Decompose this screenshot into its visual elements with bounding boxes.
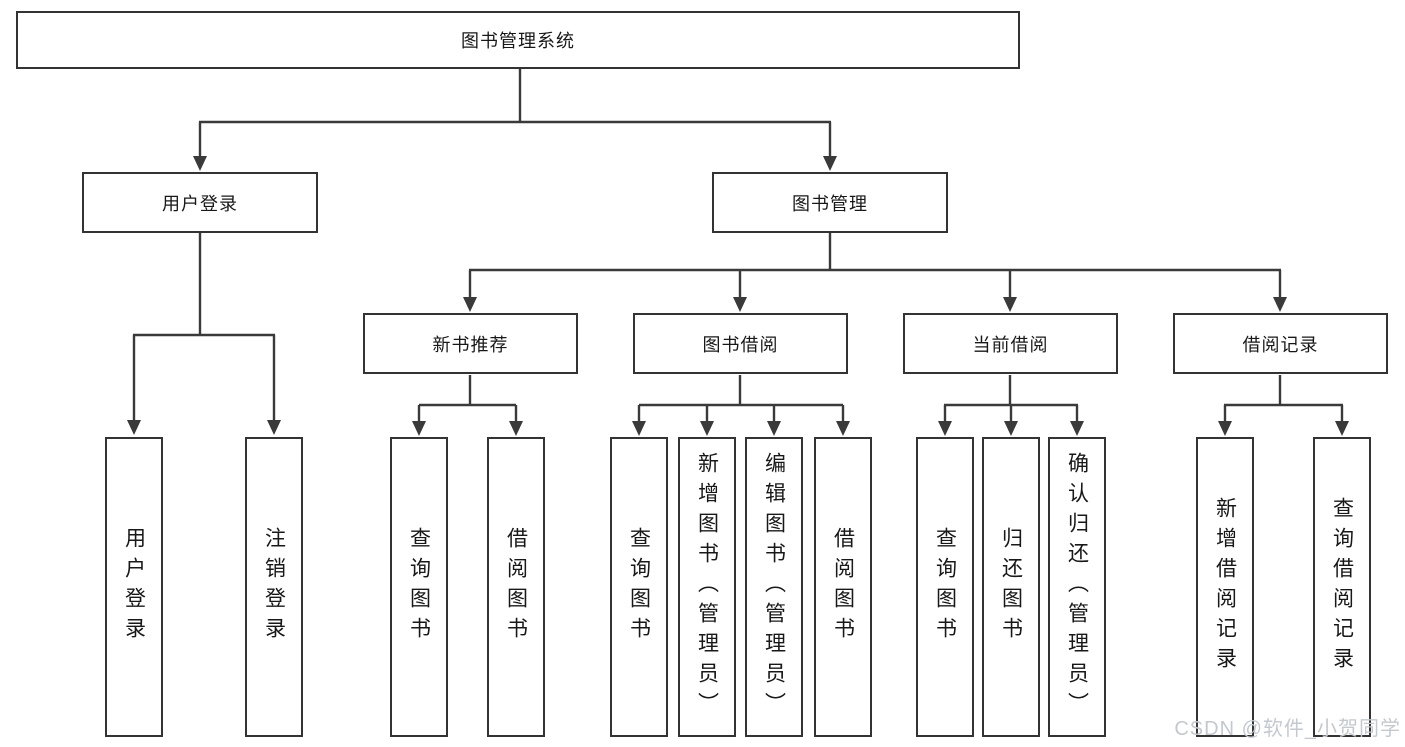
node-leaf-borrow-borrow-books-label: 借阅图书 (831, 527, 855, 647)
node-new-book-recommend-label: 新书推荐 (432, 334, 509, 355)
node-leaf-current-query-books: 查询图书 (916, 437, 974, 737)
node-current-borrowing-label: 当前借阅 (972, 334, 1049, 355)
node-leaf-rec-borrow-books-label: 借阅图书 (504, 527, 528, 647)
node-current-borrowing: 当前借阅 (903, 313, 1118, 374)
node-user-login: 用户登录 (82, 172, 318, 233)
node-leaf-rec-borrow-books: 借阅图书 (487, 437, 545, 737)
node-leaf-return-books-label: 归还图书 (999, 527, 1023, 647)
node-new-book-recommend: 新书推荐 (363, 313, 578, 374)
node-leaf-confirm-return-admin: 确认归还（管理员） (1048, 437, 1106, 737)
node-leaf-add-borrow-record-label: 新增借阅记录 (1213, 497, 1237, 677)
node-root-system-label: 图书管理系统 (461, 31, 575, 51)
node-leaf-rec-query-books: 查询图书 (390, 437, 448, 737)
node-leaf-confirm-return-admin-label: 确认归还（管理员） (1065, 452, 1089, 722)
node-book-borrowing: 图书借阅 (633, 313, 848, 374)
csdn-watermark: CSDN @软件_小贺同学 (1174, 718, 1401, 740)
node-leaf-edit-books-admin: 编辑图书（管理员） (745, 437, 803, 737)
node-book-management: 图书管理 (712, 172, 948, 233)
node-borrowing-records-label: 借阅记录 (1242, 334, 1319, 355)
node-leaf-query-borrow-record: 查询借阅记录 (1313, 437, 1371, 737)
node-book-management-label: 图书管理 (792, 193, 868, 214)
node-leaf-user-login: 用户登录 (105, 437, 163, 737)
node-leaf-borrow-query-books: 查询图书 (610, 437, 668, 737)
node-borrowing-records: 借阅记录 (1173, 313, 1388, 374)
node-leaf-edit-books-admin-label: 编辑图书（管理员） (762, 452, 786, 722)
node-leaf-query-borrow-record-label: 查询借阅记录 (1330, 497, 1354, 677)
node-leaf-current-query-books-label: 查询图书 (933, 527, 957, 647)
node-leaf-return-books: 归还图书 (982, 437, 1040, 737)
node-leaf-borrow-borrow-books: 借阅图书 (814, 437, 872, 737)
node-leaf-logout: 注销登录 (245, 437, 303, 737)
node-leaf-user-login-label: 用户登录 (122, 527, 146, 647)
node-user-login-label: 用户登录 (162, 193, 238, 214)
node-leaf-add-books-admin: 新增图书（管理员） (678, 437, 736, 737)
node-leaf-add-borrow-record: 新增借阅记录 (1196, 437, 1254, 737)
node-leaf-logout-label: 注销登录 (262, 527, 286, 647)
node-leaf-borrow-query-books-label: 查询图书 (627, 527, 651, 647)
node-root-system: 图书管理系统 (16, 11, 1020, 69)
node-leaf-add-books-admin-label: 新增图书（管理员） (695, 452, 719, 722)
node-leaf-rec-query-books-label: 查询图书 (407, 527, 431, 647)
node-book-borrowing-label: 图书借阅 (702, 334, 779, 355)
